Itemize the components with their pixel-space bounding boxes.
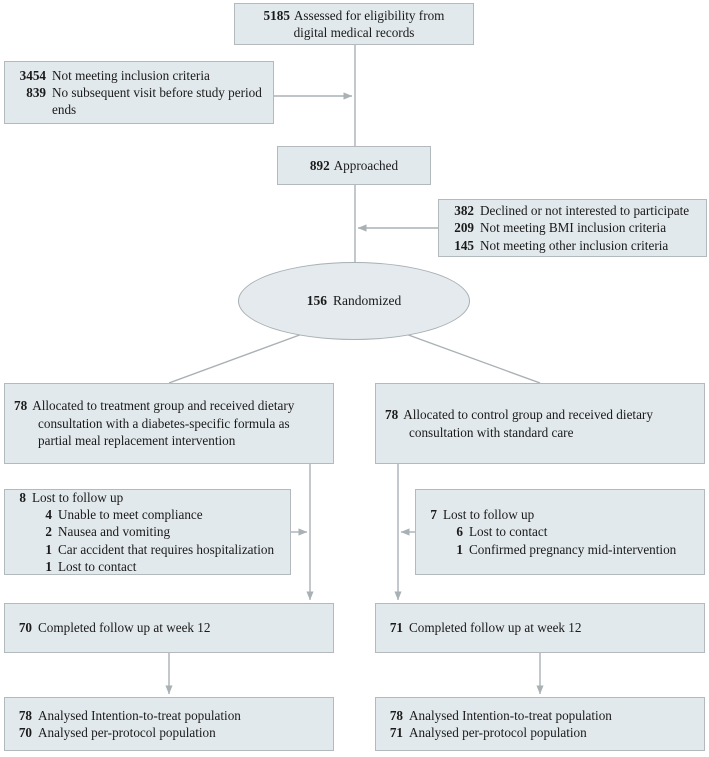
completed-left-count: 70 (18, 620, 32, 636)
approached-count: 892 (309, 157, 330, 173)
completed-right-text: Completed follow up at week 12 (409, 620, 582, 636)
node-completed-control: 71 Completed follow up at week 12 (375, 603, 705, 653)
list-item: 839 No subsequent visit before study per… (14, 84, 264, 118)
analysed-right-text-0: Analysed Intention-to-treat population (409, 707, 612, 723)
list-item: 145 Not meeting other inclusion criteria (448, 237, 697, 254)
lost-left-count-3: 1 (45, 558, 52, 574)
analysed-right-count-0: 78 (389, 707, 403, 723)
allocation-right-count: 78 (385, 407, 399, 423)
completed-right-line: 71 Completed follow up at week 12 (385, 619, 695, 636)
lost-right-header-text: Lost to follow up (443, 507, 535, 523)
excluded-second-text-0: Declined or not interested to participat… (480, 203, 690, 219)
lost-left-text-3: Lost to contact (58, 558, 137, 574)
excluded-first-count-0: 3454 (19, 67, 46, 83)
analysed-right-count-1: 71 (389, 725, 403, 740)
lost-right-count-1: 1 (456, 541, 463, 557)
analysed-left-count-1: 70 (18, 725, 32, 740)
list-item: 3454 Not meeting inclusion criteria (14, 67, 264, 84)
node-lost-followup-control: 7 Lost to follow up 6 Lost to contact 1 … (415, 489, 705, 575)
lost-right-text-1: Confirmed pregnancy mid-intervention (469, 541, 677, 557)
randomized-count: 156 (306, 293, 327, 308)
line-randomized-to-right-allocation (402, 332, 541, 384)
node-excluded-second-content: 382 Declined or not interested to partic… (439, 202, 706, 253)
list-item-header: 8 Lost to follow up (14, 489, 281, 506)
analysed-left-text-1: Analysed per-protocol population (38, 725, 216, 740)
lost-left-header-count: 8 (19, 490, 26, 506)
lost-left-count-2: 1 (45, 541, 52, 557)
list-item: 1 Car accident that requires hospitaliza… (14, 541, 281, 558)
list-item-header: 7 Lost to follow up (425, 506, 695, 523)
excluded-second-text-1: Not meeting BMI inclusion criteria (480, 220, 667, 236)
lost-left-count-0: 4 (45, 507, 52, 523)
analysed-left-text-0: Analysed Intention-to-treat population (38, 707, 241, 723)
excluded-second-count-1: 209 (454, 220, 474, 236)
node-analysed-treatment: 78 Analysed Intention-to-treat populatio… (4, 697, 334, 751)
approached-text: Approached (333, 157, 399, 173)
list-item: 78 Analysed Intention-to-treat populatio… (385, 707, 695, 724)
node-completed-treatment: 70 Completed follow up at week 12 (4, 603, 334, 653)
completed-left-text: Completed follow up at week 12 (38, 620, 211, 636)
allocation-right-text: Allocated to control group and received … (403, 407, 653, 440)
excluded-first-text-1: No subsequent visit before study period … (52, 84, 262, 118)
list-item: 78 Analysed Intention-to-treat populatio… (14, 707, 324, 724)
excluded-second-text-2: Not meeting other inclusion criteria (480, 237, 669, 253)
node-lost-followup-control-content: 7 Lost to follow up 6 Lost to contact 1 … (416, 506, 704, 557)
allocation-left-text: Allocated to treatment group and receive… (32, 398, 295, 449)
analysed-right-text-1: Analysed per-protocol population (409, 725, 587, 740)
assessed-count: 5185 (263, 7, 290, 23)
list-item: 4 Unable to meet compliance (14, 506, 281, 523)
node-excluded-second: 382 Declined or not interested to partic… (438, 199, 707, 257)
excluded-second-count-0: 382 (454, 203, 474, 219)
assessed-text: Assessed for eligibility from digital me… (293, 7, 445, 40)
lost-right-text-0: Lost to contact (469, 524, 548, 540)
excluded-first-count-1: 839 (26, 84, 46, 100)
list-item: 70 Analysed per-protocol population (14, 724, 324, 741)
lost-right-count-0: 6 (456, 524, 463, 540)
node-completed-treatment-content: 70 Completed follow up at week 12 (5, 619, 333, 636)
node-lost-followup-treatment-content: 8 Lost to follow up 4 Unable to meet com… (5, 489, 290, 575)
excluded-second-count-2: 145 (454, 237, 474, 253)
node-excluded-first-content: 3454 Not meeting inclusion criteria 839 … (5, 67, 273, 118)
list-item: 6 Lost to contact (425, 523, 695, 540)
completed-left-line: 70 Completed follow up at week 12 (14, 619, 324, 636)
node-analysed-treatment-content: 78 Analysed Intention-to-treat populatio… (5, 707, 333, 741)
node-analysed-control: 78 Analysed Intention-to-treat populatio… (375, 697, 705, 751)
list-item: 71 Analysed per-protocol population (385, 724, 695, 741)
allocation-left-count: 78 (14, 398, 28, 414)
lost-left-text-0: Unable to meet compliance (58, 507, 203, 523)
node-excluded-first: 3454 Not meeting inclusion criteria 839 … (4, 61, 274, 124)
list-item: 1 Confirmed pregnancy mid-intervention (425, 541, 695, 558)
analysed-left-count-0: 78 (18, 707, 32, 723)
lost-left-header-text: Lost to follow up (32, 490, 124, 506)
lost-right-header-count: 7 (430, 507, 437, 523)
excluded-first-text-0: Not meeting inclusion criteria (52, 67, 210, 83)
completed-right-count: 71 (389, 620, 403, 636)
randomized-text: Randomized (333, 293, 402, 308)
node-lost-followup-treatment: 8 Lost to follow up 4 Unable to meet com… (4, 489, 291, 575)
node-randomized: 156 Randomized (238, 262, 470, 340)
lost-left-text-1: Nausea and vomiting (58, 524, 171, 540)
node-completed-control-content: 71 Completed follow up at week 12 (376, 619, 704, 636)
lost-left-text-2: Car accident that requires hospitalizati… (58, 541, 275, 557)
list-item: 1 Lost to contact (14, 558, 281, 575)
randomized-line: 156 Randomized (307, 293, 401, 309)
list-item: 2 Nausea and vomiting (14, 523, 281, 540)
lost-left-count-1: 2 (45, 524, 52, 540)
list-item: 209 Not meeting BMI inclusion criteria (448, 219, 697, 236)
node-analysed-control-content: 78 Analysed Intention-to-treat populatio… (376, 707, 704, 741)
list-item: 382 Declined or not interested to partic… (448, 202, 697, 219)
line-randomized-to-left-allocation (168, 332, 306, 384)
